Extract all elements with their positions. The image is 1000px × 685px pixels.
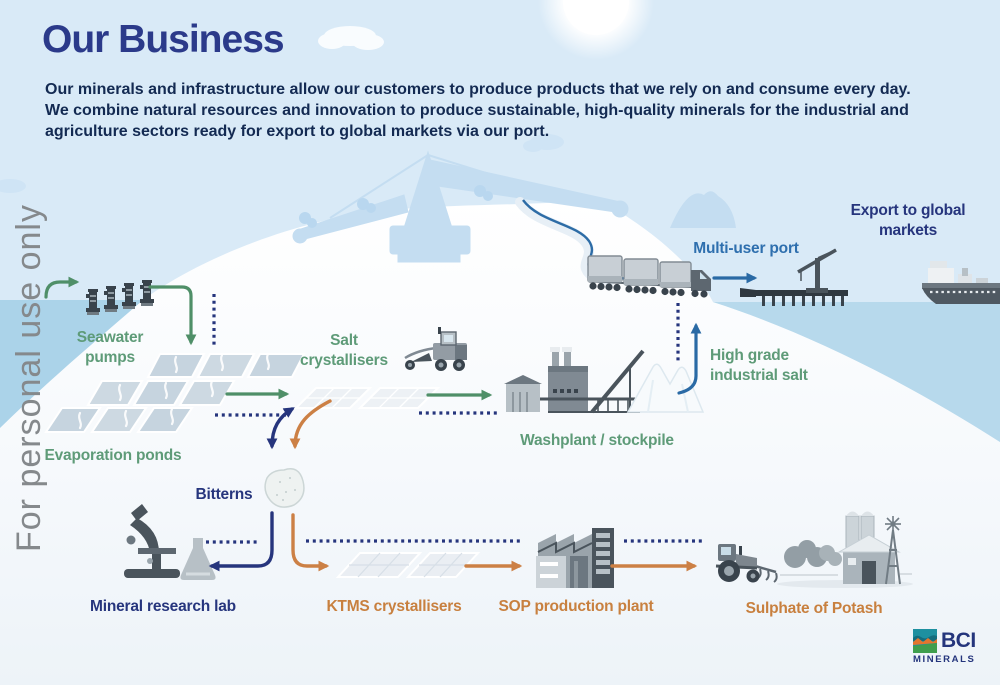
ktms-crystallisers-icon <box>335 552 481 578</box>
label-salt-crystallisers: Salt crystallisers <box>300 332 388 370</box>
watermark: For personal use only <box>10 204 48 552</box>
road-train-icon <box>587 255 711 298</box>
arrow-crystallisers-to-bitterns-orange <box>289 399 332 450</box>
cloud-icon <box>0 134 564 193</box>
label-evaporation-ponds: Evaporation ponds <box>44 447 182 464</box>
page-title: Our Business <box>42 18 285 61</box>
label-sop-plant: SOP production plant <box>498 598 654 615</box>
seawater-pumps-icon <box>86 280 154 315</box>
label-potash: Sulphate of Potash <box>745 600 883 617</box>
excavator-silhouette-icon <box>292 150 629 263</box>
ship-icon <box>922 261 1000 304</box>
flask-icon <box>180 538 216 580</box>
sun <box>538 0 654 60</box>
sea-left <box>0 300 143 428</box>
logo-subtitle: MINERALS <box>913 654 976 665</box>
cloud-icon <box>318 26 384 50</box>
label-seawater-pumps: Seawater pumps <box>76 329 144 367</box>
arrow-crystallisers-bitterns-navy <box>266 407 295 450</box>
bitterns-rock-icon <box>264 468 305 508</box>
farm-icon <box>777 511 913 588</box>
grader-icon <box>404 327 467 371</box>
sop-plant-icon <box>536 528 614 588</box>
microscope-icon <box>124 504 180 578</box>
label-mineral-lab: Mineral research lab <box>90 598 236 615</box>
washplant-icon <box>504 347 645 414</box>
salt-stockpile-icon <box>626 363 705 413</box>
arrow-pumps-to-ponds <box>148 285 197 346</box>
tractor-icon <box>715 544 778 583</box>
jetty-icon <box>740 288 848 306</box>
logo-name: BCI <box>941 629 976 652</box>
tree-silhouettes <box>299 185 493 228</box>
bci-logo-mark-icon <box>913 629 937 653</box>
salt-crystallisers-icon <box>293 387 441 409</box>
label-bitterns: Bitterns <box>195 486 253 503</box>
pond-steam <box>78 352 270 430</box>
label-high-grade-salt: High grade industrial salt <box>710 347 808 385</box>
mound-silhouette <box>670 191 736 228</box>
arrow-bitterns-to-ktms <box>291 513 330 572</box>
intro-paragraph: Our minerals and infrastructure allow ou… <box>45 81 911 140</box>
sea-right <box>713 302 1000 442</box>
arrow-sea-to-pumps <box>44 276 80 299</box>
label-export-markets: Export to global markets <box>850 202 966 240</box>
label-multi-user-port: Multi-user port <box>693 240 799 257</box>
arrow-bitterns-to-lab <box>208 511 274 572</box>
arrow-stockpile-to-port <box>677 322 702 395</box>
evaporation-ponds-icon <box>44 353 306 433</box>
label-washplant: Washplant / stockpile <box>520 432 674 449</box>
port-crane-icon <box>797 248 837 293</box>
label-ktms: KTMS crystallisers <box>326 598 462 615</box>
bci-minerals-logo: BCI MINERALS <box>913 629 991 665</box>
